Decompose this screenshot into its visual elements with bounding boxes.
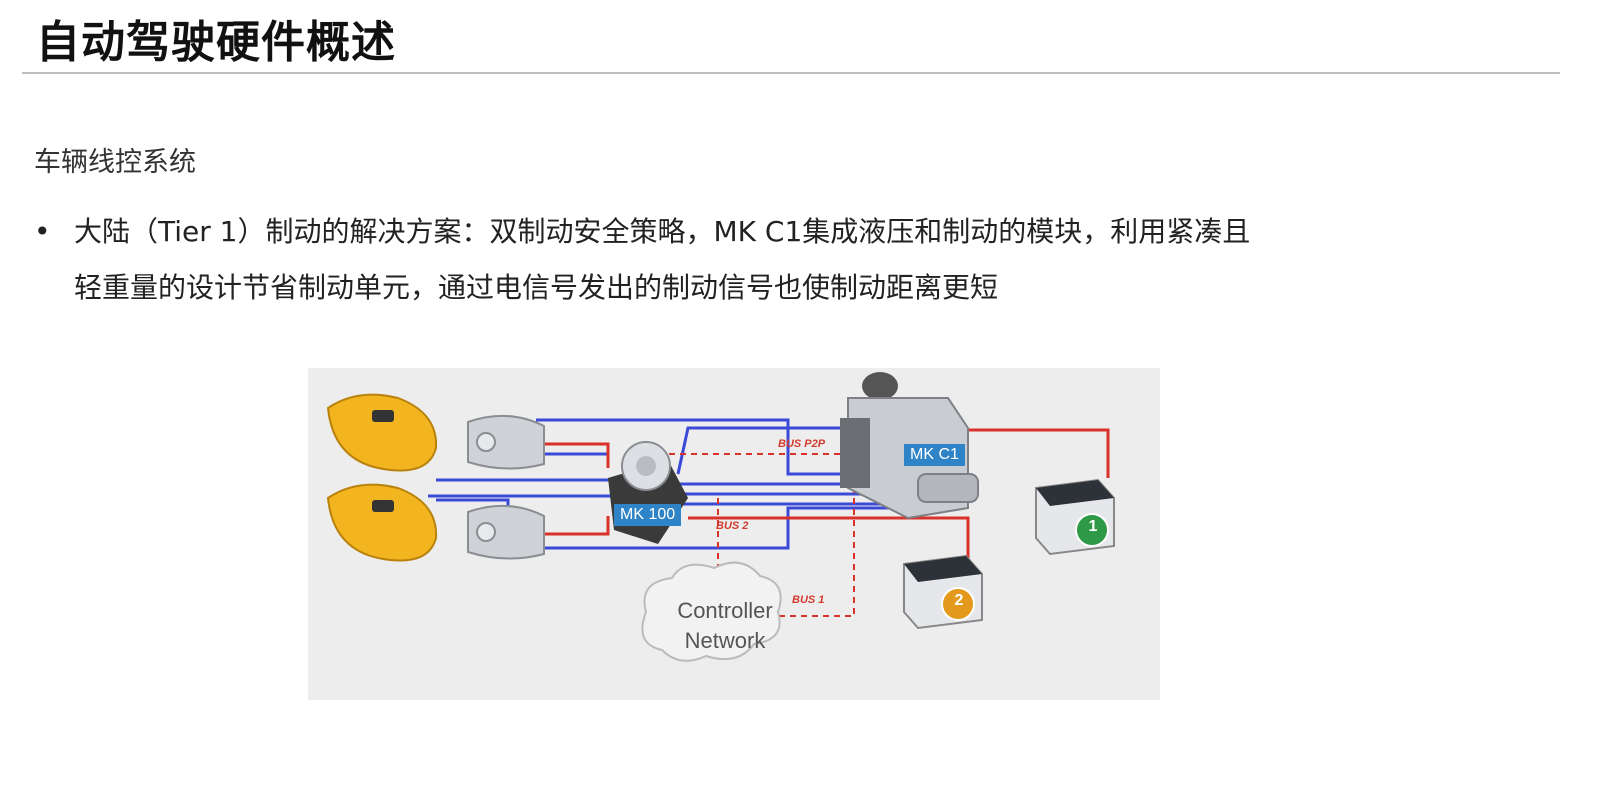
bullet-line-1: 大陆（Tier 1）制动的解决方案：双制动安全策略，MK C1集成液压和制动的模… xyxy=(74,215,1251,248)
bus2-label: BUS 2 xyxy=(716,520,749,532)
title-divider xyxy=(22,72,1560,74)
bullet-marker: • xyxy=(34,215,51,248)
brake-system-diagram: MK 100 MK C1 BUS P2P BUS 2 BUS 1 Control… xyxy=(308,368,1160,700)
actuator-icons xyxy=(467,414,545,560)
mkc1-label: MK C1 xyxy=(904,444,965,466)
mkc1-unit xyxy=(840,372,979,520)
bus-lines xyxy=(658,453,858,617)
bullet-line-2: 轻重量的设计节省制动单元，通过电信号发出的制动信号也使制动距离更短 xyxy=(74,271,999,304)
battery-icons xyxy=(903,478,1115,630)
diagram-graphics xyxy=(326,372,1115,662)
bullet-point: • 大陆（Tier 1）制动的解决方案：双制动安全策略，MK C1集成液压和制动… xyxy=(34,204,1494,316)
section-subtitle: 车辆线控系统 xyxy=(34,147,196,178)
controller-network-line1: Controller xyxy=(677,598,773,623)
bus-p2p-label: BUS P2P xyxy=(778,438,826,450)
bus1-label: BUS 1 xyxy=(792,594,825,606)
caliper-icons xyxy=(326,393,438,562)
slide-title: 自动驾驶硬件概述 xyxy=(36,17,396,68)
controller-network-line2: Network xyxy=(684,628,766,653)
mk100-unit xyxy=(608,441,688,544)
battery-2-number: 2 xyxy=(954,592,964,609)
controller-network-label: Controller Network xyxy=(660,596,790,656)
battery-1-number: 1 xyxy=(1088,518,1098,535)
controller-network-cloud xyxy=(641,561,782,662)
mk100-label: MK 100 xyxy=(614,504,682,526)
